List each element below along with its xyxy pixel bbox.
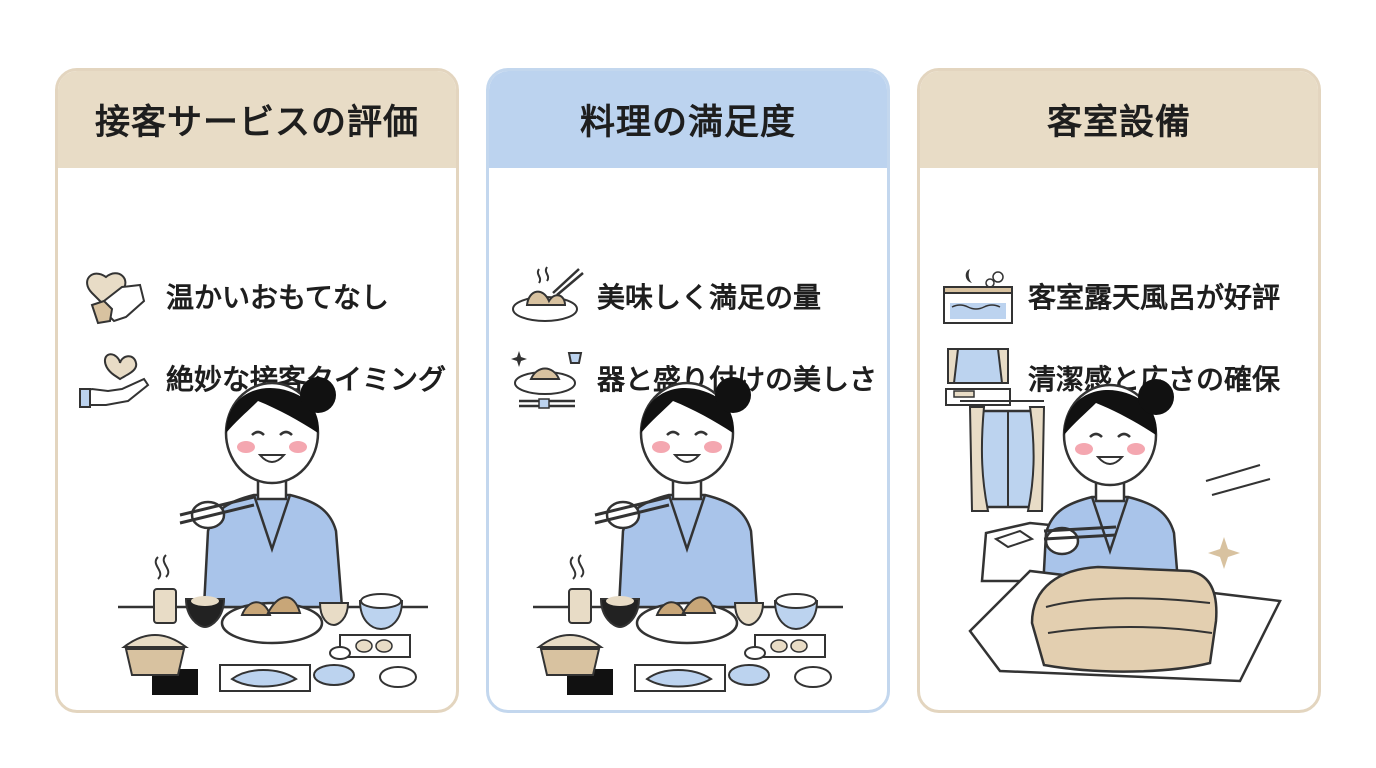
card-title: 客室設備 (920, 71, 1318, 168)
open-air-bath-icon (943, 269, 1013, 324)
card-room: 客室設備 客室露天風呂が好評 清潔感と広さの確保 (917, 68, 1321, 713)
card-title: 接客サービスの評価 (58, 71, 456, 168)
hand-heart-icon (79, 353, 150, 408)
guest-eating-meal-illustration (533, 377, 843, 695)
dish-chopsticks-icon (512, 266, 584, 322)
list-item: 温かいおもてなし (78, 263, 389, 329)
guest-eating-meal-illustration (118, 377, 428, 695)
card-service: 接客サービスの評価 温かいおもてなし 絶妙な接客タイミング (55, 68, 459, 713)
plated-dish-sparkle-icon (511, 351, 583, 409)
item-label: 温かいおもてなし (166, 281, 389, 314)
item-label: 客室露天風呂が好評 (1028, 281, 1281, 314)
item-label: 美味しく満足の量 (597, 281, 822, 314)
list-item: 客室露天風呂が好評 (940, 263, 1280, 329)
guest-in-room-illustration (960, 379, 1282, 683)
handshake-heart-icon (86, 272, 146, 325)
list-item: 美味しく満足の量 (509, 263, 821, 329)
card-cuisine: 料理の満足度 美味しく満足の量 器と盛り付けの美しさ (486, 68, 890, 713)
card-title: 料理の満足度 (489, 71, 887, 168)
